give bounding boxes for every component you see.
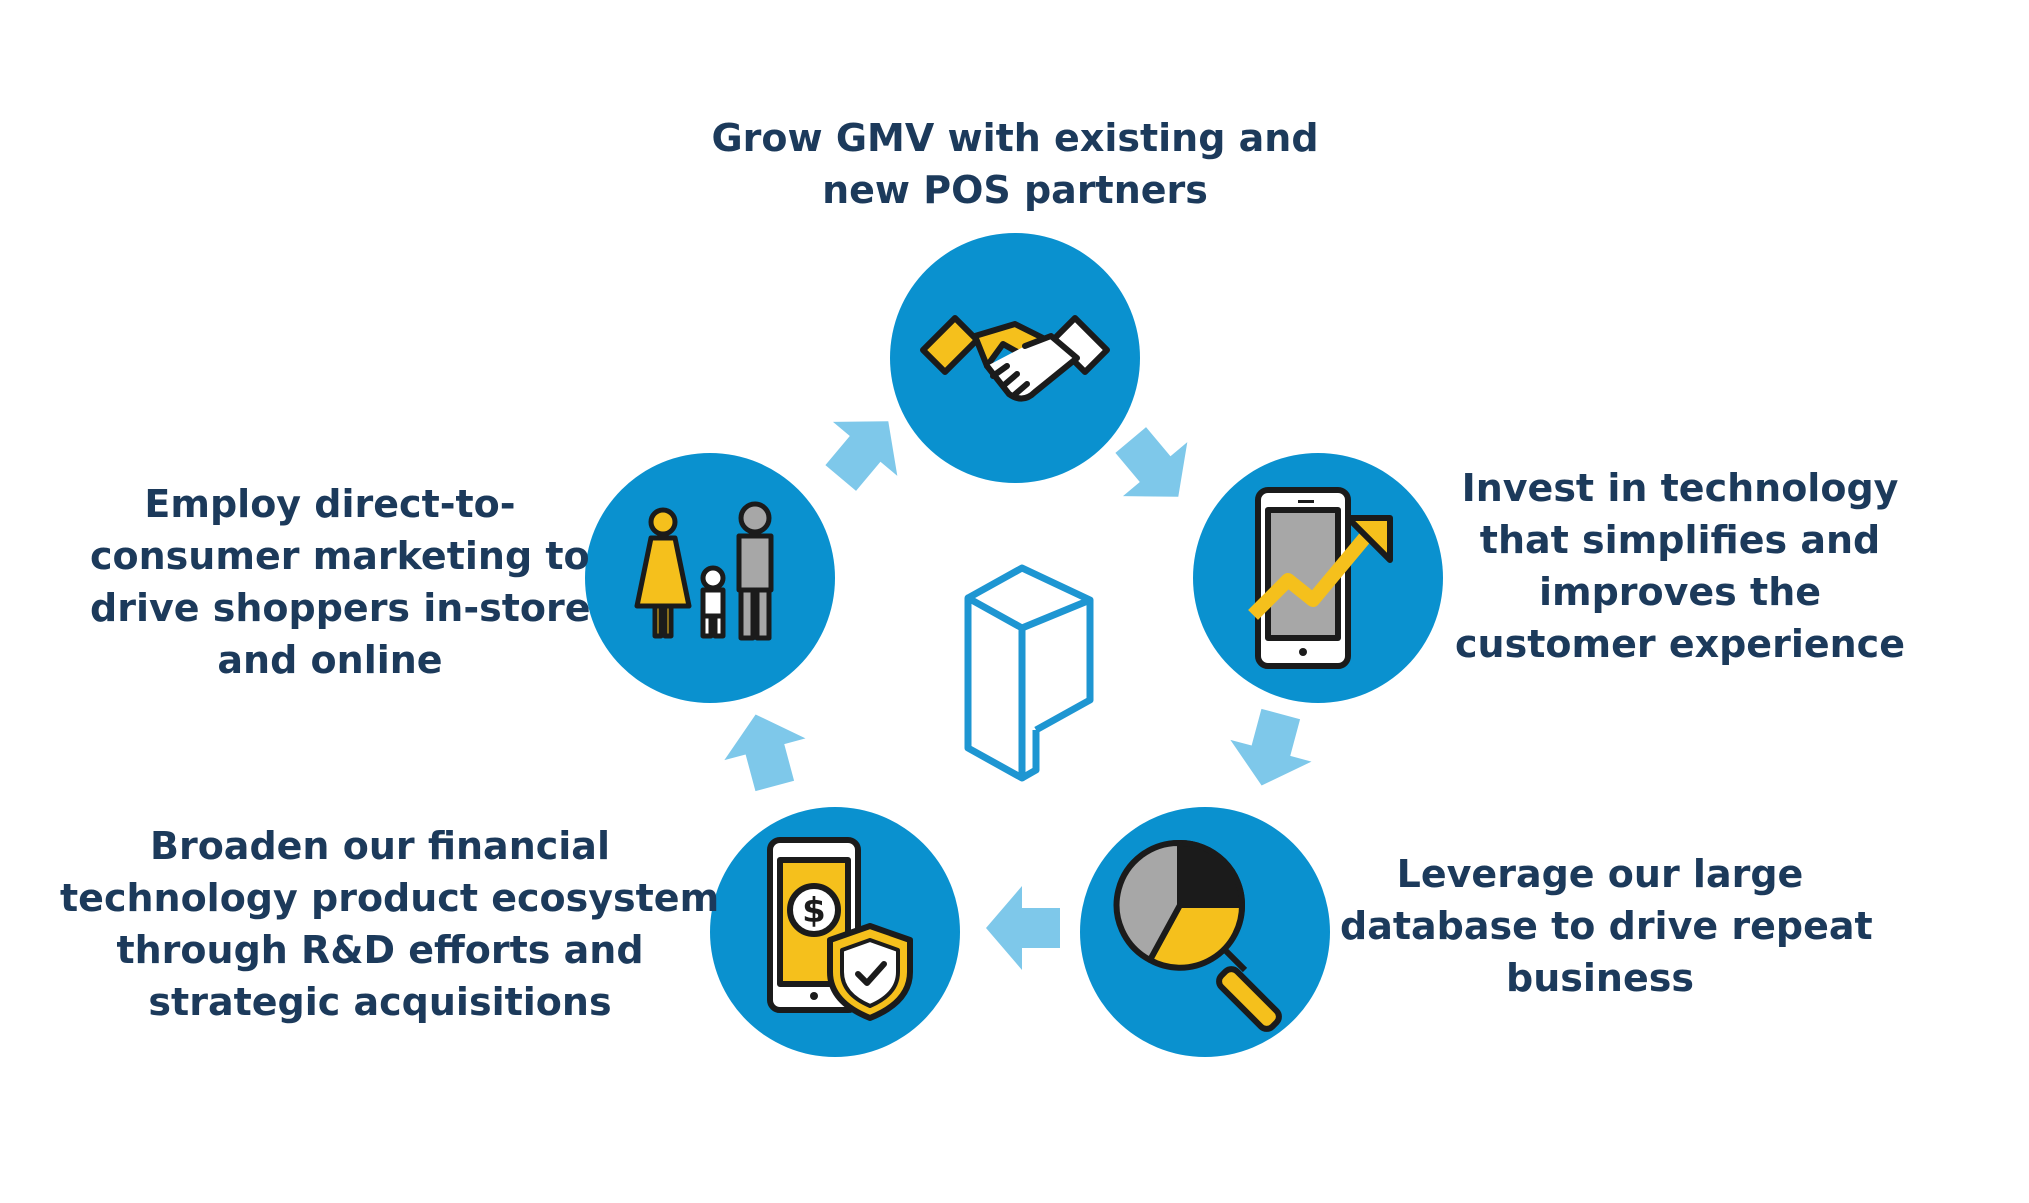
cycle-arrow-5 [825,421,898,491]
caption-line: database to drive repeat [1340,904,1873,948]
caption-employ-dtc: Employ direct-to-consumer marketing to dr… [90,478,591,686]
family-icon [634,501,774,641]
magnifying-glass-pie-chart-icon [1113,839,1282,1032]
caption-line: new POS partners [822,168,1208,212]
cycle-arrow-3 [986,886,1060,970]
caption-line: Leverage our large [1396,852,1804,896]
caption-line: Employ direct-to- [144,482,516,526]
caption-invest-technology: Invest in technology that simplifies and i… [1420,462,1940,670]
caption-line: consumer marketing to [90,534,590,578]
smartphone-growth-chart-icon [1248,487,1393,669]
caption-leverage-database: Leverage our large database to drive repe… [1340,848,1873,1004]
caption-line: through R&D efforts and [116,928,644,972]
caption-broaden-fintech: Broaden our financial technology product … [60,820,720,1028]
p-logo-icon [964,564,1094,782]
handshake-icon [920,315,1110,402]
caption-line: that simplifies and [1479,518,1881,562]
caption-line: business [1506,956,1694,1000]
caption-line: customer experience [1455,622,1905,666]
caption-line: Broaden our financial [150,824,610,868]
caption-line: technology product ecosystem [60,876,720,920]
caption-line: Invest in technology [1461,466,1899,510]
caption-line: improves the [1538,570,1822,614]
cycle-arrow-2 [1230,708,1312,786]
caption-line: Grow GMV with existing and [711,116,1319,160]
caption-line: and online [217,638,443,682]
cycle-arrow-1 [1115,427,1188,497]
caption-grow-gmv: Grow GMV with existing and new POS partne… [615,112,1415,216]
caption-line: strategic acquisitions [148,980,612,1024]
svg-text:$: $ [802,891,826,931]
cycle-arrow-4 [724,714,806,792]
caption-line: drive shoppers in-store [90,586,591,630]
smartphone-dollar-shield-icon: $ [767,837,913,1021]
